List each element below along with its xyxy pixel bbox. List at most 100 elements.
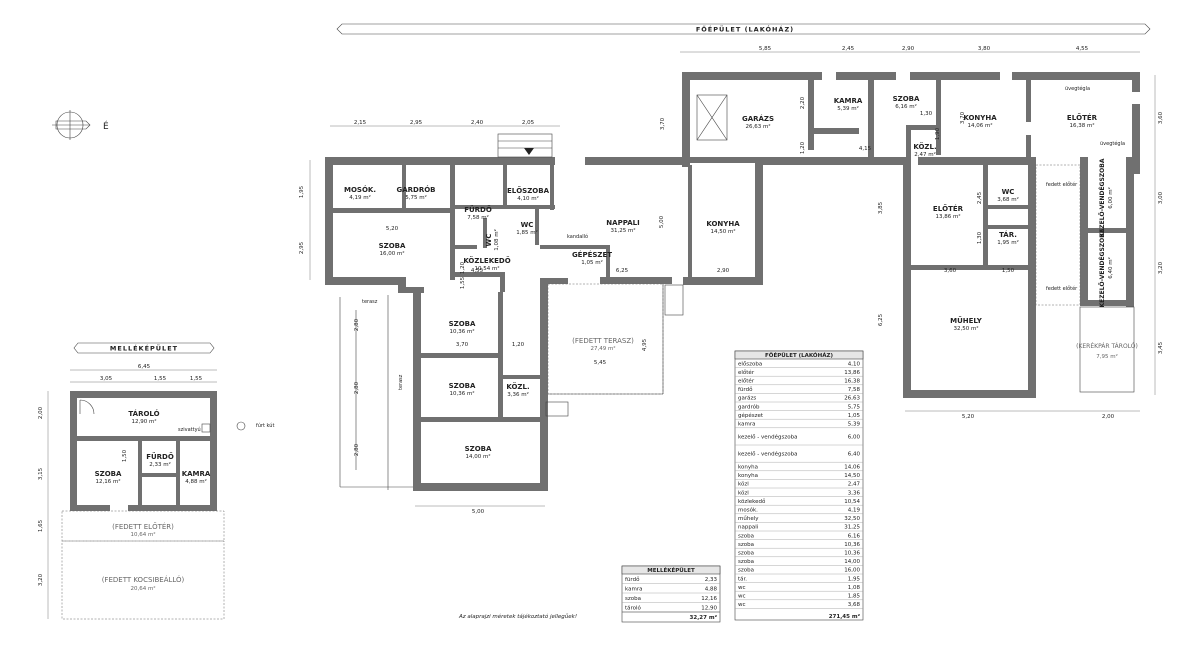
label-pump: szivattyú	[178, 426, 201, 433]
room-name-kamra1: KAMRA	[834, 97, 863, 105]
room-area-kocsibeallo: 20,64 m²	[130, 585, 155, 592]
svg-text:2,90: 2,90	[902, 46, 915, 52]
svg-text:2,80: 2,80	[354, 381, 360, 394]
svg-text:1,50: 1,50	[1002, 268, 1015, 274]
main-title-banner: FŐÉPÜLET (LAKÓHÁZ)	[336, 23, 1151, 35]
annex-table-row-area: 12,16	[701, 596, 717, 602]
main-table-row-name: szoba	[738, 568, 754, 574]
svg-text:3,00: 3,00	[1158, 191, 1164, 204]
room-area-wc3: 3,68 m²	[997, 196, 1019, 203]
compass-label: É	[103, 120, 109, 132]
room-name-wc3: WC	[1002, 188, 1015, 196]
main-table-row-name: kezelő - vendégszoba	[738, 433, 798, 440]
room-name-eloter2: ELŐTÉR	[933, 204, 964, 213]
annex-table-row-area: 12,90	[701, 605, 717, 611]
svg-text:1,65: 1,65	[38, 519, 44, 532]
svg-text:2,95: 2,95	[410, 120, 423, 126]
main-table-row-area: 10,36	[844, 542, 860, 548]
svg-text:2,15: 2,15	[354, 120, 367, 126]
room-area-eloszoba: 4,10 m²	[517, 195, 539, 202]
room-name-eloszoba: ELŐSZOBA	[507, 186, 550, 195]
room-name-gepeszet: GÉPÉSZET	[572, 250, 612, 259]
annex-title-banner: MELLÉKÉPÜLET	[73, 342, 215, 354]
room-name-szoba-m: SZOBA	[95, 470, 122, 478]
room-area-szoba-w: 16,00 m²	[379, 250, 404, 257]
room-name-furdo2: FÜRDŐ	[146, 452, 174, 461]
room-area-tar: 1,95 m²	[997, 239, 1019, 246]
svg-text:2,80: 2,80	[354, 318, 360, 331]
main-table-row-name: szoba	[738, 542, 754, 548]
room-name-konyha1: KONYHA	[706, 220, 740, 228]
svg-text:1,55: 1,55	[460, 276, 466, 289]
svg-text:2,05: 2,05	[522, 120, 535, 126]
room-area-wc-small: 1,08 m²	[493, 229, 500, 251]
room-name-nappali: NAPPALI	[606, 219, 639, 227]
label-covered-hall-1: fedett előtér	[1046, 181, 1078, 188]
room-name-konyha2: KONYHA	[963, 114, 997, 122]
main-table-row-area: 5,75	[848, 404, 861, 410]
main-table-row-area: 1,05	[848, 413, 861, 419]
main-table-row-area: 16,00	[844, 568, 860, 574]
room-name-tarolo: TÁROLÓ	[128, 409, 159, 418]
main-table-row-name: szoba	[738, 533, 754, 539]
svg-text:1,20: 1,20	[800, 141, 806, 154]
svg-text:1,20: 1,20	[460, 261, 466, 274]
main-building-title: FŐÉPÜLET (LAKÓHÁZ)	[696, 25, 794, 34]
main-table-row-name: közl	[738, 490, 749, 496]
svg-text:3,70: 3,70	[660, 117, 666, 130]
room-area-nappali: 31,25 m²	[610, 227, 635, 234]
main-table-row-area: 32,50	[844, 516, 860, 522]
main-table-row-name: konyha	[738, 465, 758, 471]
svg-text:1,55: 1,55	[190, 376, 203, 382]
main-table-row-name: konyha	[738, 473, 758, 479]
main-table-row-area: 3,36	[848, 490, 861, 496]
room-name-szoba-a: SZOBA	[449, 320, 476, 328]
svg-text:2,00: 2,00	[38, 406, 44, 419]
svg-text:3,70: 3,70	[960, 111, 966, 124]
main-table-row-area: 14,06	[844, 465, 860, 471]
room-area-gepeszet: 1,05 m²	[581, 259, 603, 266]
main-table-row-area: 14,00	[844, 559, 860, 565]
main-table-row-name: kezelő - vendégszoba	[738, 451, 798, 458]
main-table-row-name: wc	[738, 585, 746, 591]
svg-text:3,85: 3,85	[878, 201, 884, 214]
svg-text:5,45: 5,45	[594, 360, 607, 366]
annex-table-row-name: fürdő	[625, 577, 640, 583]
room-name-wc2: WC	[521, 221, 534, 229]
main-table-row-name: garázs	[738, 395, 756, 402]
main-table-row-name: előtér	[738, 378, 755, 385]
room-name-gardrob: GARDRÓB	[396, 185, 435, 194]
room-name-kozl-n: KÖZL.	[913, 142, 936, 151]
disclaimer: Az alaprajzi méretek tájékoztató jellegű…	[458, 613, 577, 620]
svg-text:2,45: 2,45	[977, 191, 983, 204]
main-room-labels: MOSÓK. 4,19 m² GARDRÓB 5,75 m² FÜRDŐ 7,5…	[344, 95, 1138, 460]
svg-text:1,30: 1,30	[920, 111, 933, 117]
main-table-row-area: 2,47	[848, 482, 861, 488]
svg-text:2,45: 2,45	[842, 46, 855, 52]
main-table-row-name: előtér	[738, 369, 755, 376]
annex-table-row-area: 2,33	[705, 577, 718, 583]
svg-text:2,80: 2,80	[354, 443, 360, 456]
label-glass-brick-2: üvegtégla	[1100, 140, 1125, 147]
room-area-eloter1: 16,38 m²	[1069, 122, 1094, 129]
main-table-row-area: 5,39	[848, 422, 861, 428]
room-area-garazs: 26,63 m²	[745, 123, 770, 130]
room-area-szoba-m: 12,16 m²	[95, 478, 120, 485]
room-name-kerekpar: (KERÉKPÁR TÁROLÓ)	[1076, 342, 1138, 350]
svg-text:1,30: 1,30	[977, 231, 983, 244]
main-table-row-area: 1,08	[848, 585, 861, 591]
main-building-details	[339, 94, 1135, 490]
main-table-total: 271,45 m²	[829, 613, 861, 620]
room-area-furdo: 7,58 m²	[467, 214, 489, 221]
room-name-muhely: MŰHELY	[950, 316, 983, 325]
main-table-row-area: 3,68	[848, 602, 861, 608]
room-area-szoba-b: 10,36 m²	[449, 390, 474, 397]
room-area-kamra1: 5,39 m²	[837, 105, 859, 112]
svg-text:1,55: 1,55	[154, 376, 167, 382]
svg-text:1,90: 1,90	[935, 127, 941, 140]
room-name-furdo: FÜRDŐ	[464, 205, 492, 214]
label-well: fúrt kút	[256, 422, 274, 429]
room-name-tar: TÁR.	[999, 230, 1017, 239]
main-table-row-area: 1,85	[848, 594, 861, 600]
